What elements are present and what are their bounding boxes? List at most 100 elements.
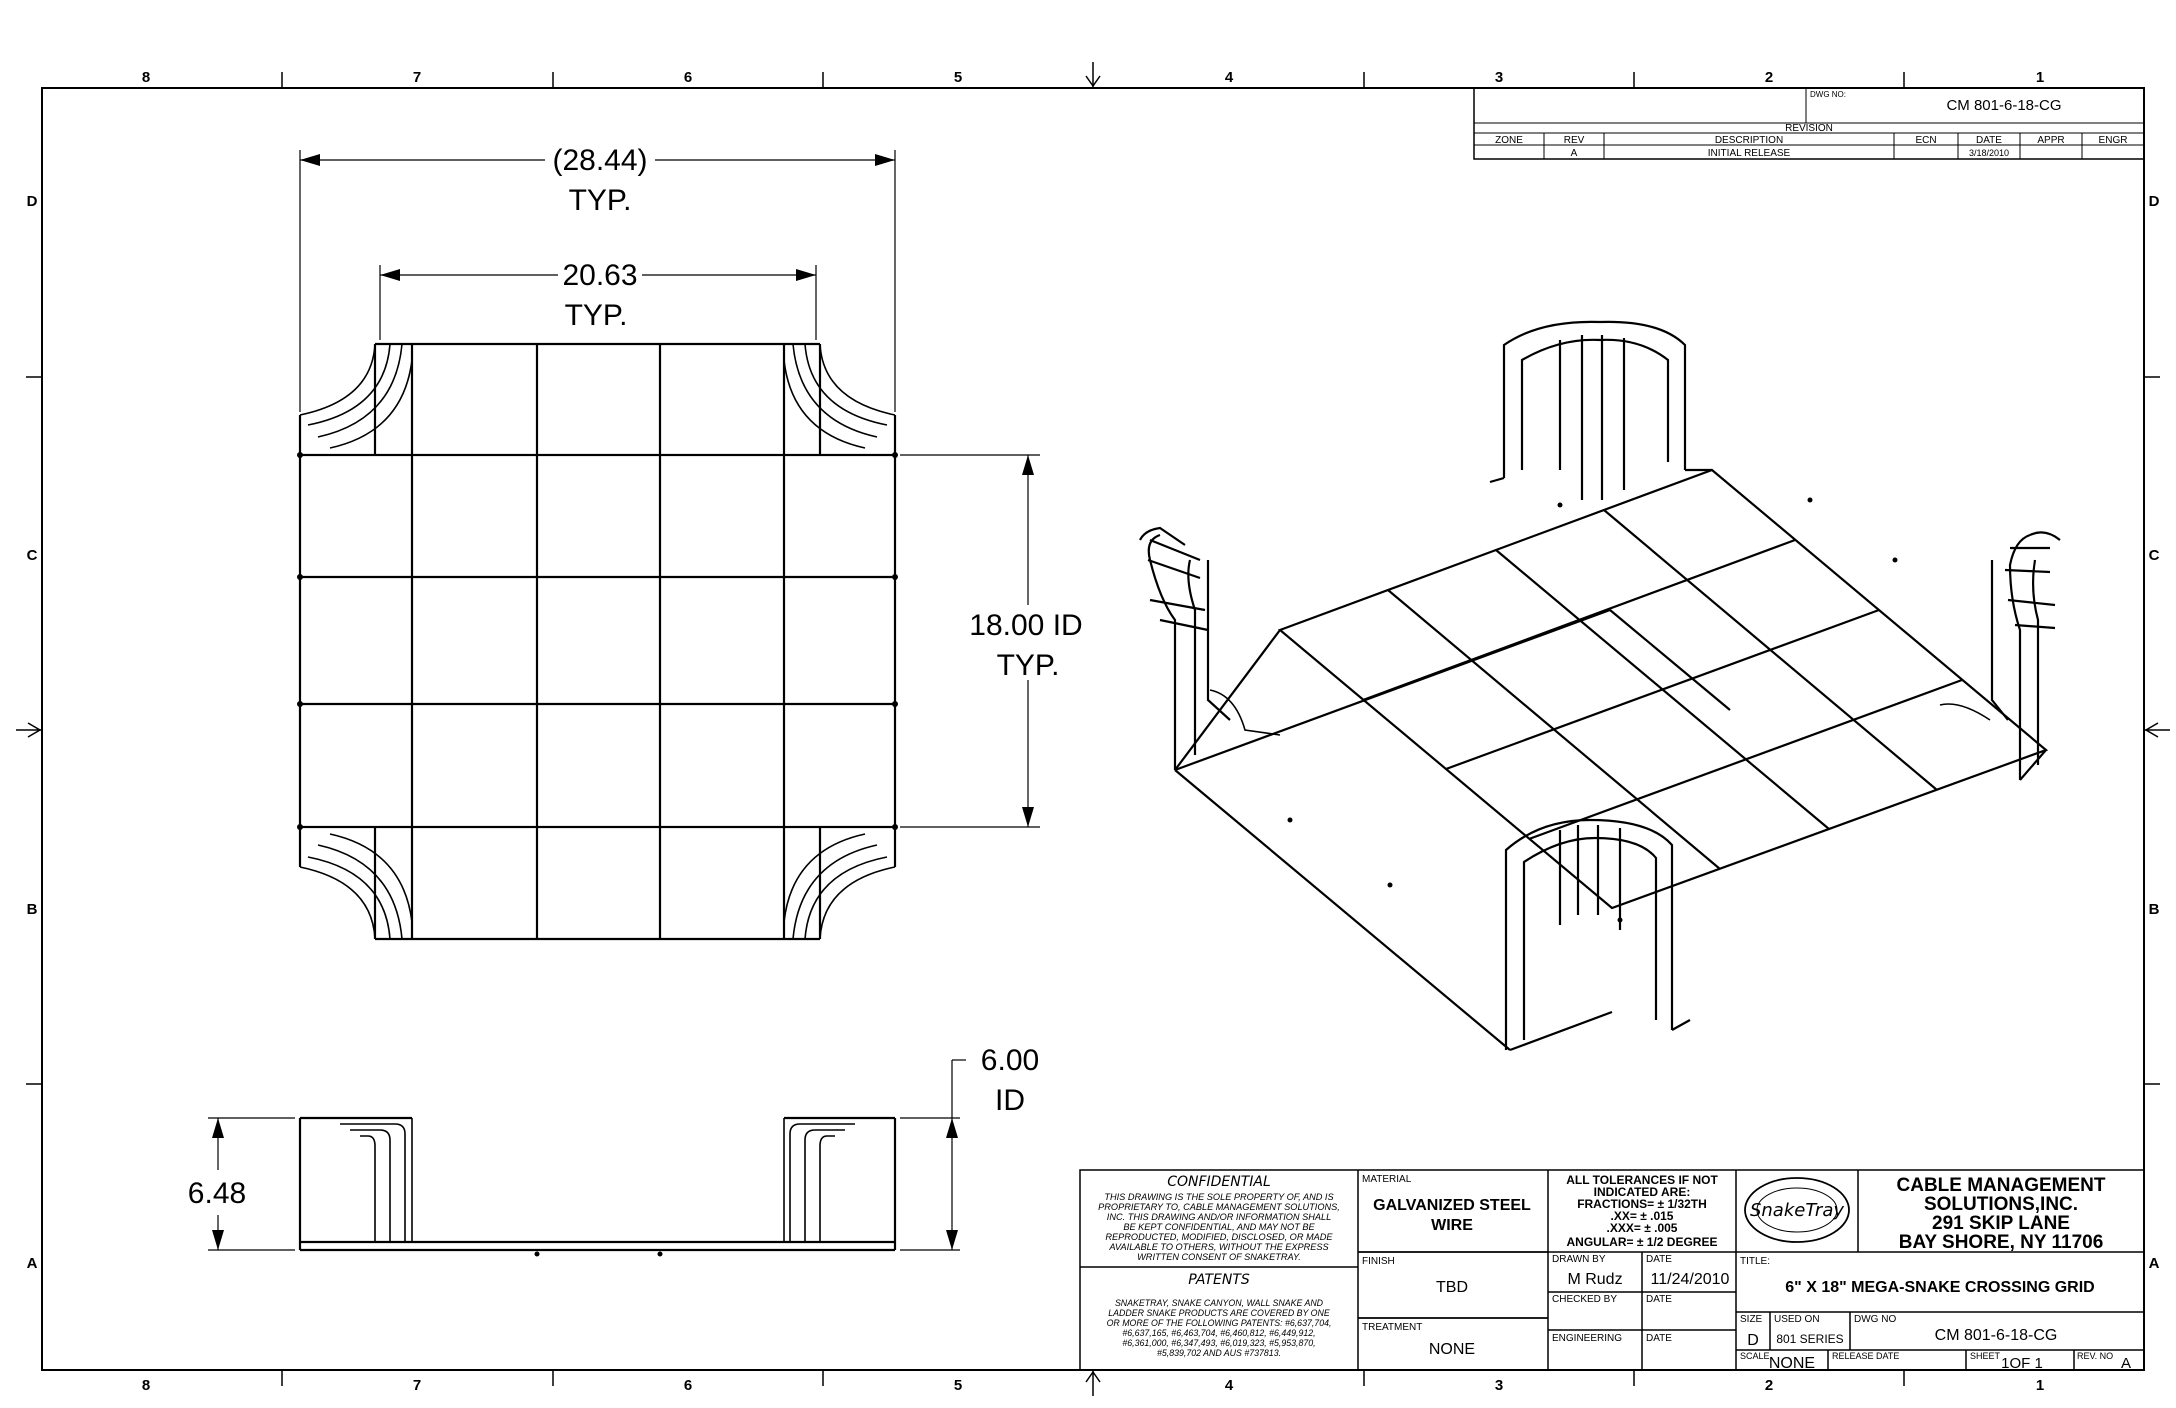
zone-top-4: 4: [1225, 69, 1234, 86]
company-line: BAY SHORE, NY 11706: [1899, 1232, 2104, 1253]
scale-label: SCALE: [1740, 1351, 1770, 1361]
company-line: SOLUTIONS,INC.: [1924, 1194, 2078, 1215]
dwg-no-value: CM 801-6-18-CG: [1935, 1327, 2058, 1344]
confidential-line: THIS DRAWING IS THE SOLE PROPERTY OF, AN…: [1104, 1192, 1334, 1202]
zone-left-c: C: [27, 547, 38, 564]
engineering-date-label: DATE: [1646, 1333, 1672, 1344]
isometric-view: [1139, 320, 2061, 1052]
zone-top-2: 2: [1765, 69, 1773, 86]
zone-right-b: B: [2149, 901, 2160, 918]
side-view-dimensions: 6.48 6.00 ID: [188, 1044, 1039, 1251]
sheet-label: SHEET: [1970, 1351, 2001, 1361]
tolerance-line: FRACTIONS= ± 1/32TH: [1577, 1197, 1707, 1211]
zone-ticks: [26, 72, 2160, 1386]
confidential-line: REPRODUCTED, MODIFIED, DISCLOSED, OR MAD…: [1105, 1232, 1333, 1242]
zone-right-a: A: [2149, 1255, 2160, 1272]
finish-value: TBD: [1436, 1279, 1468, 1296]
release-date-label: RELEASE DATE: [1832, 1351, 1899, 1361]
top-view-dimensions: (28.44) TYP. 20.63 TYP. 18.00 ID TYP.: [299, 144, 1083, 828]
top-view-grid: [297, 342, 898, 941]
revision-header-appr: APPR: [2037, 135, 2064, 146]
material-line-2: WIRE: [1431, 1217, 1473, 1234]
revision-dwg-no: CM 801-6-18-CG: [1946, 97, 2061, 114]
zone-top-6: 6: [684, 69, 692, 86]
zone-labels: 8 7 6 5 4 3 2 1 8 7 6 5 4 3 2 1 D C B A …: [27, 69, 2160, 1394]
zone-bottom-7: 7: [413, 1377, 421, 1394]
size-value: D: [1747, 1332, 1759, 1349]
dim-inner-typ: TYP.: [565, 299, 628, 332]
company-line: CABLE MANAGEMENT: [1897, 1175, 2106, 1196]
zone-bottom-1: 1: [2036, 1377, 2044, 1394]
tolerance-line: ANGULAR= ± 1/2 DEGREE: [1567, 1235, 1718, 1249]
rev-no-value: A: [2121, 1355, 2131, 1372]
confidential-title: CONFIDENTIAL: [1167, 1174, 1271, 1190]
dim-height: 6.48: [188, 1177, 246, 1210]
patents-line: SNAKETRAY, SNAKE CANYON, WALL SNAKE AND: [1115, 1298, 1324, 1308]
zone-bottom-6: 6: [684, 1377, 692, 1394]
used-on-value: 801 SERIES: [1776, 1332, 1843, 1346]
title-block: CONFIDENTIAL THIS DRAWING IS THE SOLE PR…: [1079, 1169, 2145, 1372]
tolerance-line: INDICATED ARE:: [1594, 1185, 1691, 1199]
sheet-value: 1OF 1: [2001, 1355, 2043, 1372]
side-view: [298, 1116, 897, 1257]
revision-header-zone: ZONE: [1495, 135, 1523, 146]
company-line: 291 SKIP LANE: [1932, 1213, 2070, 1234]
confidential-line: AVAILABLE TO OTHERS, WITHOUT THE EXPRESS: [1108, 1242, 1329, 1252]
patents-title: PATENTS: [1188, 1272, 1250, 1288]
dim-overall-width: (28.44): [552, 144, 647, 177]
logo-text: SnakeTray: [1750, 1200, 1844, 1221]
zone-bottom-8: 8: [142, 1377, 150, 1394]
confidential-line: PROPRIETARY TO, CABLE MANAGEMENT SOLUTIO…: [1098, 1202, 1340, 1212]
zone-right-d: D: [2149, 193, 2160, 210]
zone-top-8: 8: [142, 69, 150, 86]
revision-block: DWG NO: CM 801-6-18-CG REVISION ZONE REV…: [1473, 87, 2145, 160]
revision-header-date: DATE: [1976, 135, 2002, 146]
confidential-line: BE KEPT CONFIDENTIAL, AND MAY NOT BE: [1123, 1222, 1315, 1232]
revision-header-description: DESCRIPTION: [1715, 135, 1783, 146]
used-on-label: USED ON: [1774, 1314, 1820, 1325]
revision-header-engr: ENGR: [2099, 135, 2128, 146]
dim-id-width: 18.00 ID: [969, 609, 1082, 642]
tolerance-line: ALL TOLERANCES IF NOT: [1566, 1173, 1718, 1187]
dim-id-typ: TYP.: [997, 649, 1060, 682]
treatment-value: NONE: [1429, 1341, 1475, 1358]
patents-line: #6,361,000, #6,347,493, #6,019,323, #5,9…: [1122, 1338, 1315, 1348]
centering-marks: [16, 62, 2170, 1396]
size-label: SIZE: [1740, 1314, 1763, 1325]
revision-header-ecn: ECN: [1915, 135, 1936, 146]
revision-title: REVISION: [1785, 123, 1833, 134]
zone-left-b: B: [27, 901, 38, 918]
material-line-1: GALVANIZED STEEL: [1373, 1197, 1531, 1214]
zone-left-d: D: [27, 193, 38, 210]
zone-top-3: 3: [1495, 69, 1503, 86]
tolerance-line: .XXX= ± .005: [1607, 1221, 1678, 1235]
finish-label: FINISH: [1362, 1256, 1395, 1267]
drawn-date-value: 11/24/2010: [1651, 1271, 1730, 1288]
title-label: TITLE:: [1740, 1256, 1770, 1267]
drawing-title: 6" X 18" MEGA-SNAKE CROSSING GRID: [1785, 1279, 2094, 1296]
dim-depth-label: ID: [995, 1084, 1025, 1117]
zone-top-7: 7: [413, 69, 421, 86]
checked-date-label: DATE: [1646, 1294, 1672, 1305]
checked-by-label: CHECKED BY: [1552, 1294, 1617, 1305]
scale-value: NONE: [1769, 1355, 1815, 1372]
dim-overall-typ: TYP.: [569, 184, 632, 217]
zone-left-a: A: [27, 1255, 38, 1272]
zone-top-1: 1: [2036, 69, 2044, 86]
zone-right-c: C: [2149, 547, 2160, 564]
confidential-line: INC. THIS DRAWING AND/OR INFORMATION SHA…: [1107, 1212, 1331, 1222]
dim-inner-width: 20.63: [562, 259, 637, 292]
revision-row-rev: A: [1571, 148, 1578, 159]
patents-line: LADDER SNAKE PRODUCTS ARE COVERED BY ONE: [1108, 1308, 1330, 1318]
material-label: MATERIAL: [1362, 1174, 1412, 1185]
revision-row-description: INITIAL RELEASE: [1708, 148, 1791, 159]
zone-bottom-2: 2: [1765, 1377, 1773, 1394]
drawn-by-label: DRAWN BY: [1552, 1254, 1606, 1265]
zone-bottom-3: 3: [1495, 1377, 1503, 1394]
dim-depth-value: 6.00: [981, 1044, 1039, 1077]
zone-top-5: 5: [954, 69, 962, 86]
confidential-line: WRITTEN CONSENT OF SNAKETRAY.: [1137, 1252, 1301, 1262]
tolerance-line: .XX= ± .015: [1611, 1209, 1674, 1223]
treatment-label: TREATMENT: [1362, 1322, 1422, 1333]
